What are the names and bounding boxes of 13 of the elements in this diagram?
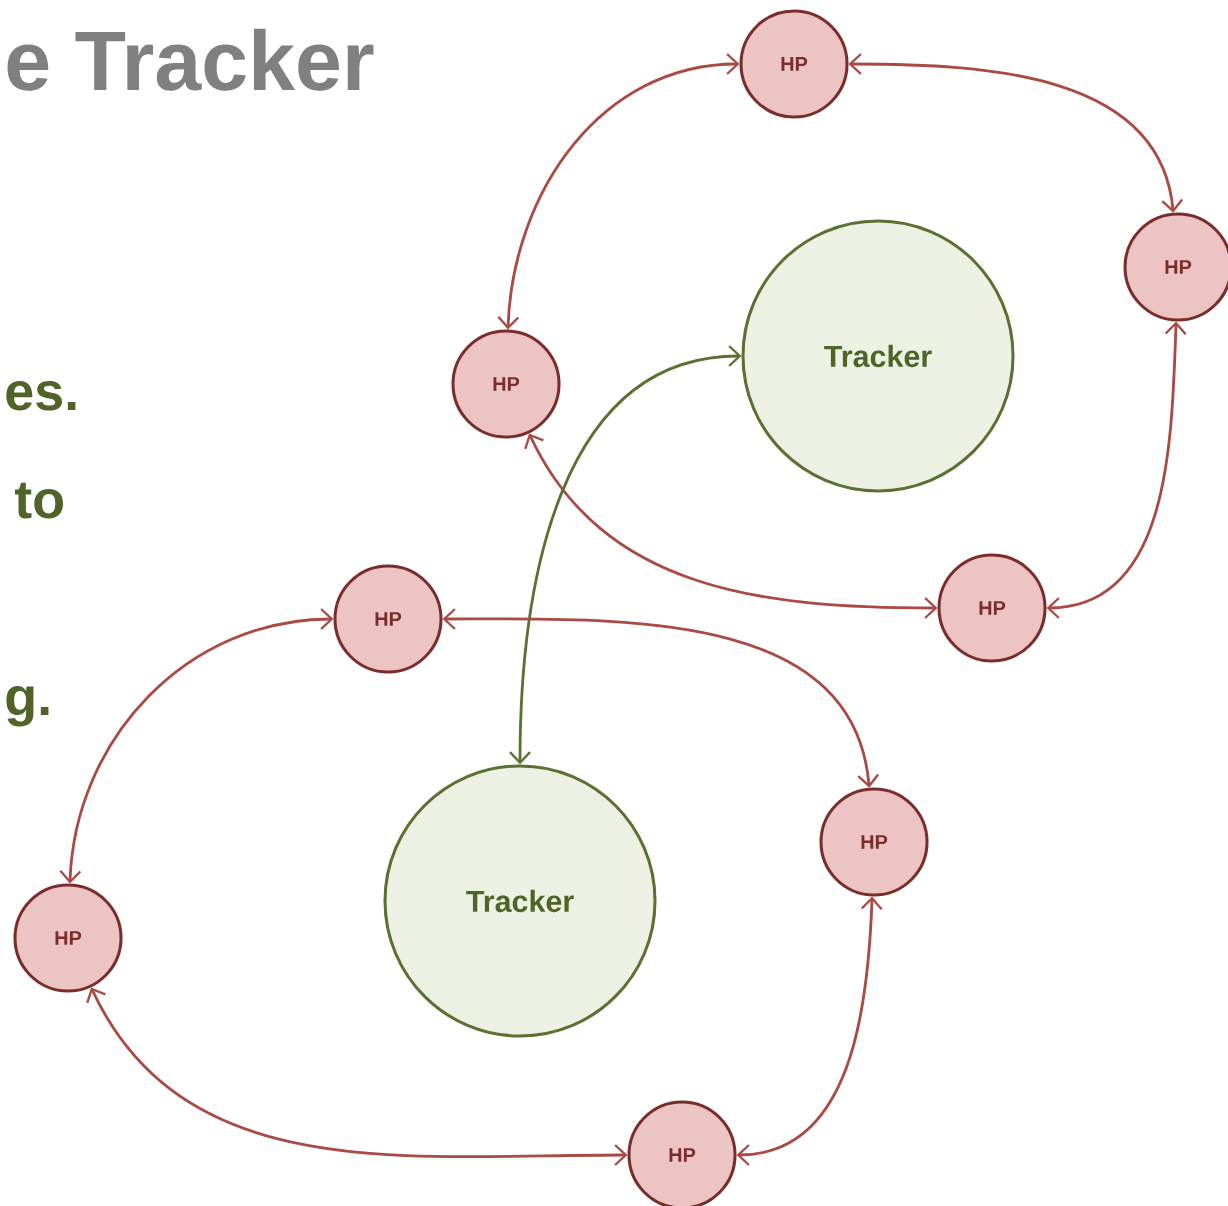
arrow xyxy=(736,896,883,1166)
text-fragment: to xyxy=(14,482,63,519)
arrow xyxy=(59,608,334,884)
arrow xyxy=(442,608,880,788)
arrow xyxy=(497,53,740,330)
title: e Tracker xyxy=(7,28,374,91)
arrow xyxy=(1046,321,1187,619)
arrow xyxy=(524,433,938,619)
text-fragment: es. xyxy=(6,380,76,411)
arrow xyxy=(848,53,1184,213)
arrow xyxy=(86,987,628,1166)
arrow xyxy=(509,345,742,765)
text-fragment: g. xyxy=(6,685,49,727)
